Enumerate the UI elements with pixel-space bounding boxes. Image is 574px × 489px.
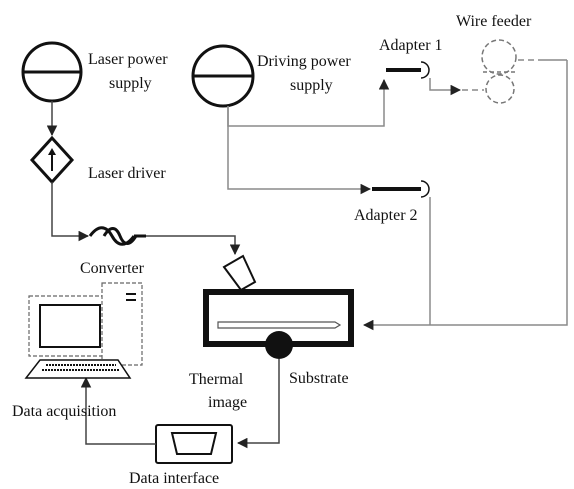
converter-symbol	[88, 226, 146, 246]
substrate-label: Substrate	[289, 370, 349, 387]
data-interface-symbol	[155, 424, 233, 464]
laser-power-supply-label-2: supply	[109, 75, 152, 92]
computer-icon	[24, 282, 143, 379]
driving-power-supply-symbol	[191, 44, 255, 108]
wire-feeder-label: Wire feeder	[456, 13, 532, 30]
connector-driving-to-adapter2	[227, 106, 372, 195]
laser-power-supply-label-1: Laser power	[88, 51, 168, 68]
data-interface-label: Data interface	[129, 470, 219, 487]
connector-adapter1-to-feeder	[429, 78, 462, 96]
laser-power-supply-symbol	[21, 41, 83, 103]
connector-driver-to-converter	[51, 182, 90, 242]
connector-interface-to-acquisition	[80, 376, 156, 445]
thermal-image-label-1: Thermal	[189, 371, 244, 388]
connector-converter-to-laser-head	[146, 235, 241, 256]
data-acquisition-label: Data acquisition	[12, 403, 116, 420]
connector-sensor-to-interface	[236, 359, 280, 449]
adapter2-symbol	[372, 180, 430, 198]
wire-feeder-symbol	[481, 39, 567, 104]
laser-driver-symbol	[29, 135, 75, 185]
adapter1-label: Adapter 1	[379, 37, 443, 54]
thermal-image-label-2: image	[208, 394, 247, 411]
laser-driver-label: Laser driver	[88, 165, 166, 182]
adapter1-symbol	[386, 61, 430, 79]
connector-feeder-to-substrate	[362, 60, 568, 331]
converter-label: Converter	[80, 260, 145, 277]
driving-power-supply-label-1: Driving power	[257, 53, 351, 70]
substrate-chamber	[203, 289, 354, 359]
driving-power-supply-label-2: supply	[290, 77, 333, 94]
adapter2-label: Adapter 2	[354, 207, 418, 224]
